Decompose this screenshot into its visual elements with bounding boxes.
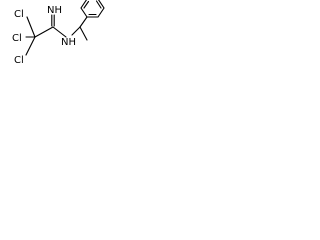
atom-label-imine-nh: NH (47, 5, 62, 16)
bond-amine-n-ch (71, 26, 81, 36)
atom-label-amine-nh: NH (61, 37, 76, 48)
bond-ch-phenyl (79, 16, 88, 28)
bond-ccl3-amidine-carbon (34, 26, 54, 38)
bond-ch-methyl (79, 26, 88, 41)
atom-label-cl-middle: Cl (12, 33, 22, 44)
phenyl-ring (80, 0, 105, 18)
bond-ccl3-cl-top (26, 16, 36, 38)
phenyl-inner-bond-3 (83, 0, 90, 9)
bond-amidine-carbon-amine-n (52, 26, 67, 38)
bond-ccl3-cl-bottom (25, 36, 36, 56)
molecule-structure-diagram: Cl Cl Cl NH NH (12, 0, 105, 66)
atom-label-cl-top: Cl (14, 9, 24, 20)
atom-label-cl-bottom: Cl (14, 55, 24, 66)
phenyl-inner-bond-2 (95, 0, 102, 9)
